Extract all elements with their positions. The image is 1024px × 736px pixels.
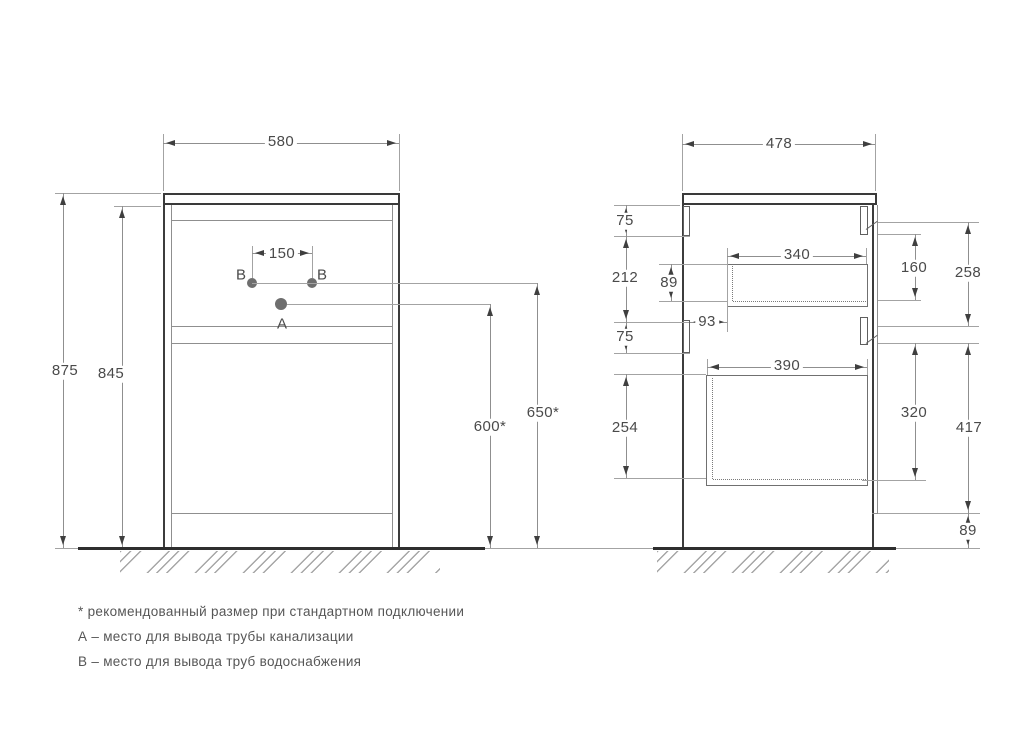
drain-outlet-dot xyxy=(275,298,287,310)
front-right-edge xyxy=(398,205,400,550)
rail-back-lower xyxy=(860,317,868,345)
drawer-1-bottom-dotted xyxy=(733,301,866,302)
water-outlet-label-right: В xyxy=(316,266,328,284)
dim-label-back-gap: 93 xyxy=(695,313,719,331)
footnote-water: В – место для вывода труб водоснабжения xyxy=(78,654,362,669)
dim-label-cabinet-height: 845 xyxy=(94,365,128,383)
ground-line-front xyxy=(78,547,485,550)
ext-line xyxy=(659,264,727,265)
footnotes: * рекомендованный размер при стандартном… xyxy=(78,604,464,679)
dim-label-top-rail: 75 xyxy=(613,212,637,230)
side-back-edge xyxy=(872,205,874,550)
dim-label-floor-gap: 89 xyxy=(956,522,980,540)
front-drawer-divider-lower xyxy=(172,343,392,344)
front-bottom-shelf-line xyxy=(172,513,392,514)
dim-label-lower-span: 417 xyxy=(952,419,986,437)
front-countertop xyxy=(163,193,400,205)
dim-label-bottom-rail: 75 xyxy=(613,328,637,346)
drawer-2-outline xyxy=(706,375,868,486)
ext-line xyxy=(867,359,868,375)
dim-label-drawer1-front: 160 xyxy=(897,259,931,277)
footnote-asterisk: * рекомендованный размер при стандартном… xyxy=(78,604,465,619)
dim-label-outlet-spacing: 150 xyxy=(265,245,299,263)
ext-line xyxy=(614,374,706,375)
ext-line xyxy=(878,300,921,301)
ext-line xyxy=(614,478,706,479)
dim-label-side-depth: 478 xyxy=(762,135,796,153)
side-back-panel-bottom xyxy=(872,513,878,514)
rail-back-upper xyxy=(860,206,868,235)
ground-hatching-front xyxy=(120,551,440,573)
dim-label-rail-spacing: 212 xyxy=(608,269,642,287)
side-countertop xyxy=(682,193,877,205)
water-outlet-ref-line xyxy=(252,283,537,284)
ext-line xyxy=(614,322,689,323)
ext-line xyxy=(878,343,979,344)
ext-line xyxy=(875,134,876,191)
dim-label-drawer1-inner: 89 xyxy=(657,274,681,292)
drain-outlet-label: А xyxy=(276,315,288,333)
ext-line xyxy=(614,205,680,206)
drain-outlet-ref-line xyxy=(287,304,490,305)
dim-label-drawer2-inner: 254 xyxy=(608,419,642,437)
footnote-drain: А – место для вывода трубы канализации xyxy=(78,629,354,644)
ext-line xyxy=(866,248,867,264)
ext-line xyxy=(114,206,161,207)
side-back-panel-line xyxy=(877,205,878,513)
drawer-2-bottom-dotted xyxy=(713,479,866,480)
ext-line xyxy=(614,236,690,237)
front-left-inner-line xyxy=(171,205,172,550)
ext-line xyxy=(55,193,161,194)
ext-line xyxy=(312,246,313,278)
dim-label-drawer2-front: 320 xyxy=(897,404,931,422)
dim-label-overall-height: 875 xyxy=(48,362,82,380)
ground-ref-line xyxy=(55,548,980,549)
ext-line xyxy=(727,248,728,332)
ground-line-side xyxy=(653,547,896,550)
water-outlet-label-left: В xyxy=(235,266,247,284)
ext-line xyxy=(163,134,164,191)
ext-line xyxy=(252,246,253,278)
ext-line xyxy=(399,134,400,191)
dim-label-front-width: 580 xyxy=(264,133,298,151)
ext-line xyxy=(878,326,979,327)
front-left-edge xyxy=(163,205,165,550)
side-front-edge xyxy=(682,205,684,550)
ground-hatching-side xyxy=(657,551,889,573)
ext-line xyxy=(659,301,727,302)
ext-line xyxy=(614,353,690,354)
front-right-inner-line xyxy=(392,205,393,550)
ext-line xyxy=(862,480,926,481)
ext-line xyxy=(682,134,683,191)
ext-line xyxy=(878,513,980,514)
dim-label-rail-span: 258 xyxy=(951,264,985,282)
ext-line xyxy=(878,222,979,223)
drawer-2-back-dotted xyxy=(712,378,713,479)
drawer-1-back-dotted xyxy=(732,266,733,301)
dim-label-drawer1-length: 340 xyxy=(780,246,814,264)
drawer-1-outline xyxy=(727,264,868,307)
front-top-rail-line xyxy=(172,220,392,221)
ext-line xyxy=(878,234,921,235)
dim-label-drain-height: 600* xyxy=(470,418,510,436)
dim-label-water-height: 650* xyxy=(523,404,563,422)
dim-label-drawer2-length: 390 xyxy=(770,357,804,375)
rail-front-upper xyxy=(683,206,690,236)
front-drawer-divider-upper xyxy=(172,326,392,327)
rail-front-lower xyxy=(683,320,690,353)
